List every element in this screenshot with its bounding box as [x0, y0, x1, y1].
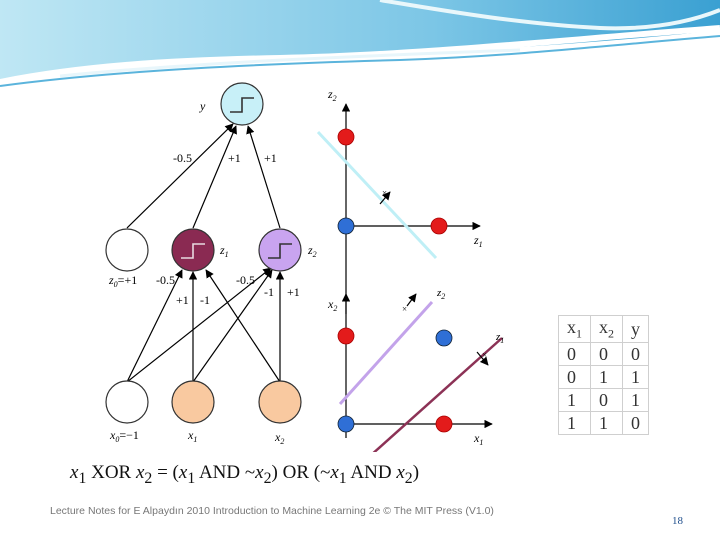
svg-text:z0=+1: z0=+1: [108, 273, 137, 289]
bias-node-z0: [105, 228, 149, 272]
z-plot-ylabel: z: [327, 87, 333, 101]
hidden-label-z1: z: [219, 243, 225, 257]
svg-text:×: ×: [382, 188, 387, 198]
x-line-label-z2: z: [436, 287, 442, 299]
input-node-x1: [171, 380, 215, 424]
page-number: 18: [672, 515, 683, 527]
x-decision-line-z2: [338, 300, 434, 406]
z-decision-line: [316, 130, 438, 260]
svg-text:×: ×: [402, 304, 407, 314]
z-plot-xlabel: z: [473, 233, 479, 247]
x-point-blue-top: [435, 329, 453, 347]
svg-text:x2: x2: [327, 297, 337, 313]
xor-caption: x1 XOR x2 = (x1 AND ~x2) OR (~x1 AND x2): [70, 462, 420, 487]
z-normal-arrow: [379, 191, 391, 205]
weight-z0-y: -0.5: [173, 151, 192, 165]
svg-text:x1: x1: [473, 431, 483, 447]
x-point-red-top: [337, 327, 355, 345]
truth-table-header: x1 x2 y: [558, 315, 649, 343]
x-space-plot: x2 x1 × × z2 z1: [327, 287, 504, 452]
weight-x2-z2: +1: [287, 285, 300, 299]
z-point-blue: [337, 217, 355, 235]
z-point-red-top: [337, 128, 355, 146]
edge-x0-z2: [126, 267, 272, 383]
x-normal-arrow-z2: [406, 293, 417, 307]
weight-z1-y: +1: [228, 151, 241, 165]
step-icon: [268, 243, 292, 259]
weight-x0-z2: -0.5: [236, 273, 255, 287]
z-space-plot: z2 z1 ×: [316, 87, 483, 314]
input-label-x1: x: [187, 428, 194, 442]
x-normal-arrow-z1: [476, 351, 489, 366]
x-line-label-z1: z: [495, 331, 501, 343]
edge-z0-y: [126, 123, 234, 229]
footer-credit: Lecture Notes for E Alpaydın 2010 Introd…: [50, 505, 494, 517]
svg-text:z2: z2: [307, 243, 317, 259]
input-label-x2: x: [274, 430, 281, 444]
weight-x1-z2: -1: [264, 285, 274, 299]
col-y: y: [622, 315, 649, 343]
edge-x2-z1: [205, 269, 281, 383]
svg-text:z1: z1: [473, 233, 483, 249]
svg-text:x2: x2: [274, 430, 284, 446]
edge-z1-y: [192, 125, 237, 229]
weight-x0-z1: -0.5: [156, 273, 175, 287]
step-icon: [181, 243, 205, 259]
x-plot-xlabel: x: [473, 431, 480, 445]
network-diagram: y z1 z2 z0=+1 -0.5 +1 +1 -0.5 +1 -1 -0.5…: [105, 82, 504, 452]
input-node-x2: [258, 380, 302, 424]
x-point-red-right: [435, 415, 453, 433]
edge-z2-y: [246, 125, 281, 229]
svg-text:x0=−1: x0=−1: [109, 428, 139, 444]
step-icon: [230, 97, 254, 113]
edge-x1-z2: [192, 269, 273, 383]
edge-x0-z1: [126, 269, 183, 383]
input-bias-node-x0: [105, 380, 149, 424]
svg-text:z2: z2: [327, 87, 337, 103]
bias-label-z0: z: [108, 273, 114, 287]
weight-x2-z1: -1: [200, 293, 210, 307]
svg-text:z2: z2: [436, 287, 445, 301]
z-point-red-right: [430, 217, 448, 235]
header-banner: [0, 0, 720, 87]
svg-text:z1: z1: [495, 331, 504, 345]
col-x1: x1: [558, 315, 591, 343]
x-plot-ylabel: x: [327, 297, 334, 311]
col-x2: x2: [590, 315, 623, 343]
svg-text:x1: x1: [187, 428, 197, 444]
weight-x1-z1: +1: [176, 293, 189, 307]
output-label: y: [199, 99, 206, 113]
weight-z2-y: +1: [264, 151, 277, 165]
svg-text:×: ×: [482, 350, 487, 360]
x-point-blue-bottom: [337, 415, 355, 433]
svg-text:z1: z1: [219, 243, 229, 259]
hidden-label-z2: z: [307, 243, 313, 257]
input-bias-label: x: [109, 428, 116, 442]
